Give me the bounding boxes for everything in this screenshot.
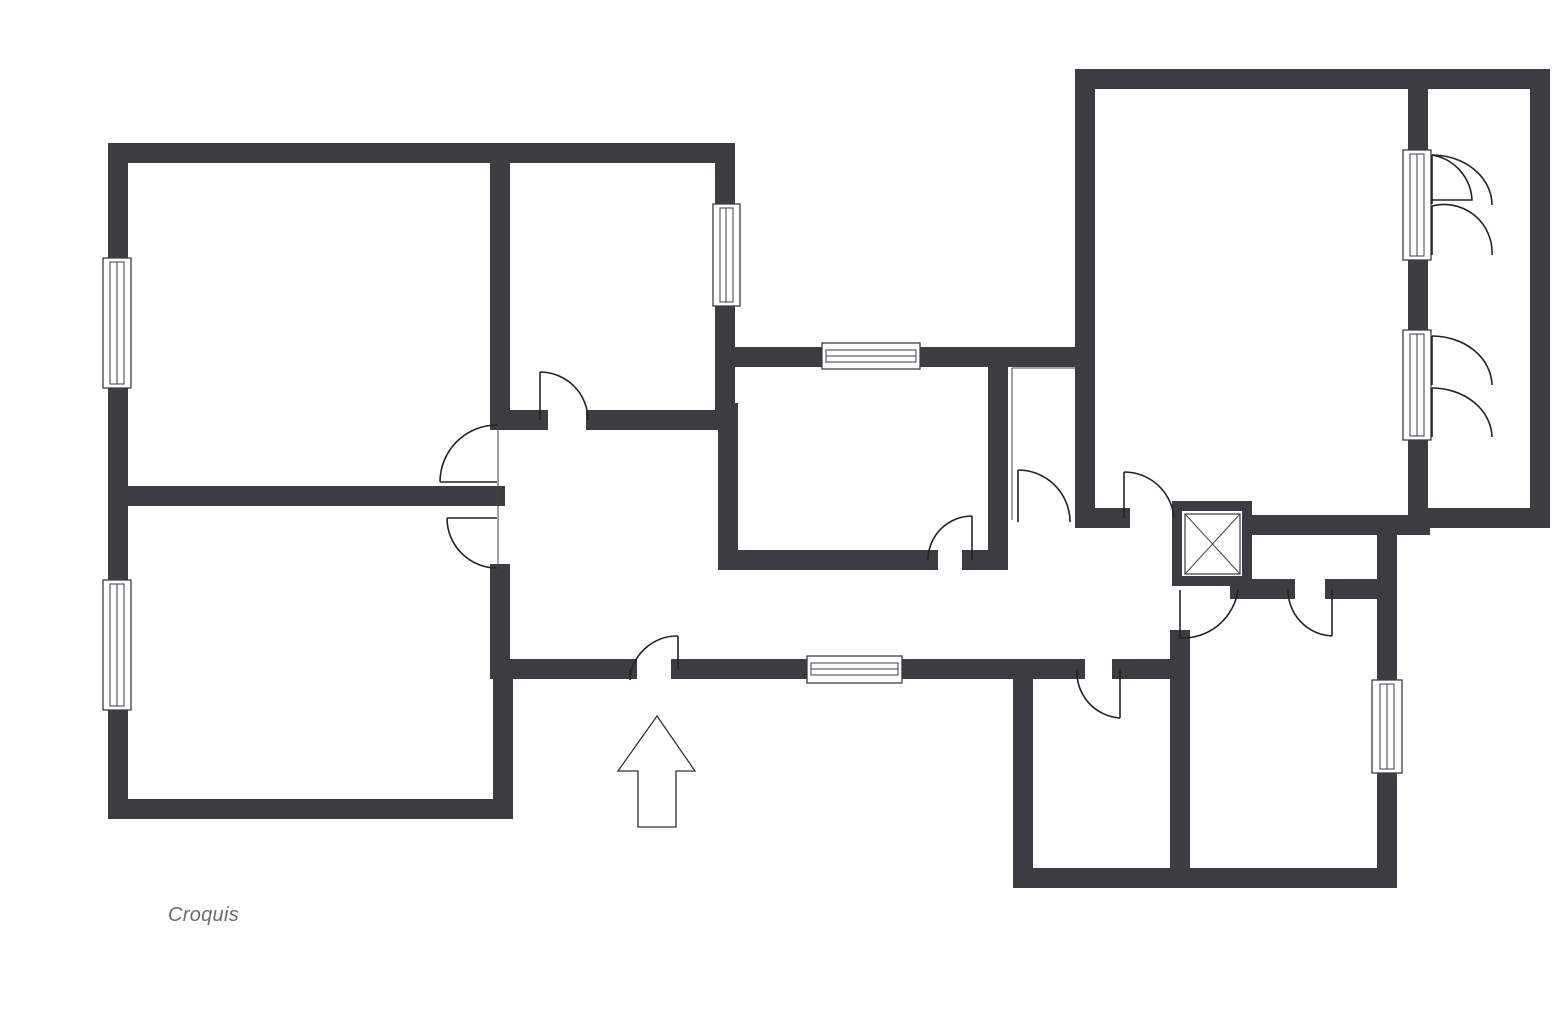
doors bbox=[439, 154, 1493, 719]
door-balcony-lower bbox=[1431, 335, 1493, 438]
door-narrow-room bbox=[1017, 469, 1071, 523]
door-lower-room-b bbox=[1287, 588, 1333, 637]
door-corridor-right bbox=[1179, 589, 1239, 639]
door-bedroom-lower bbox=[446, 517, 498, 569]
door-small-room bbox=[539, 371, 589, 421]
wall-center-room bbox=[718, 403, 938, 570]
door-center-room bbox=[927, 515, 973, 561]
window-left-lower bbox=[102, 579, 132, 711]
door-big-room bbox=[1123, 471, 1175, 519]
elevator-shaft-icon bbox=[1184, 513, 1241, 575]
door-bedroom-upper bbox=[439, 424, 498, 483]
interior-outlines bbox=[497, 367, 1075, 572]
elevator-shaft-walls bbox=[1172, 501, 1252, 586]
plan-caption: Croquis bbox=[168, 904, 240, 926]
walls bbox=[108, 69, 1550, 888]
windows bbox=[102, 149, 1432, 774]
wall-right-block-outer bbox=[1075, 69, 1550, 528]
wall-left-block-top bbox=[108, 143, 735, 423]
door-balcony-upper bbox=[1431, 154, 1493, 256]
window-lower-right bbox=[1371, 679, 1403, 774]
door-lower-room-a bbox=[1076, 668, 1121, 719]
door-entrance bbox=[629, 635, 679, 680]
entrance-arrow-icon bbox=[616, 714, 697, 828]
window-balcony-lower bbox=[1402, 329, 1432, 441]
window-left-upper bbox=[102, 257, 132, 389]
window-small-room bbox=[712, 203, 741, 307]
window-center-room bbox=[821, 342, 921, 370]
window-balcony-upper bbox=[1402, 149, 1432, 261]
window-corridor bbox=[806, 655, 903, 684]
